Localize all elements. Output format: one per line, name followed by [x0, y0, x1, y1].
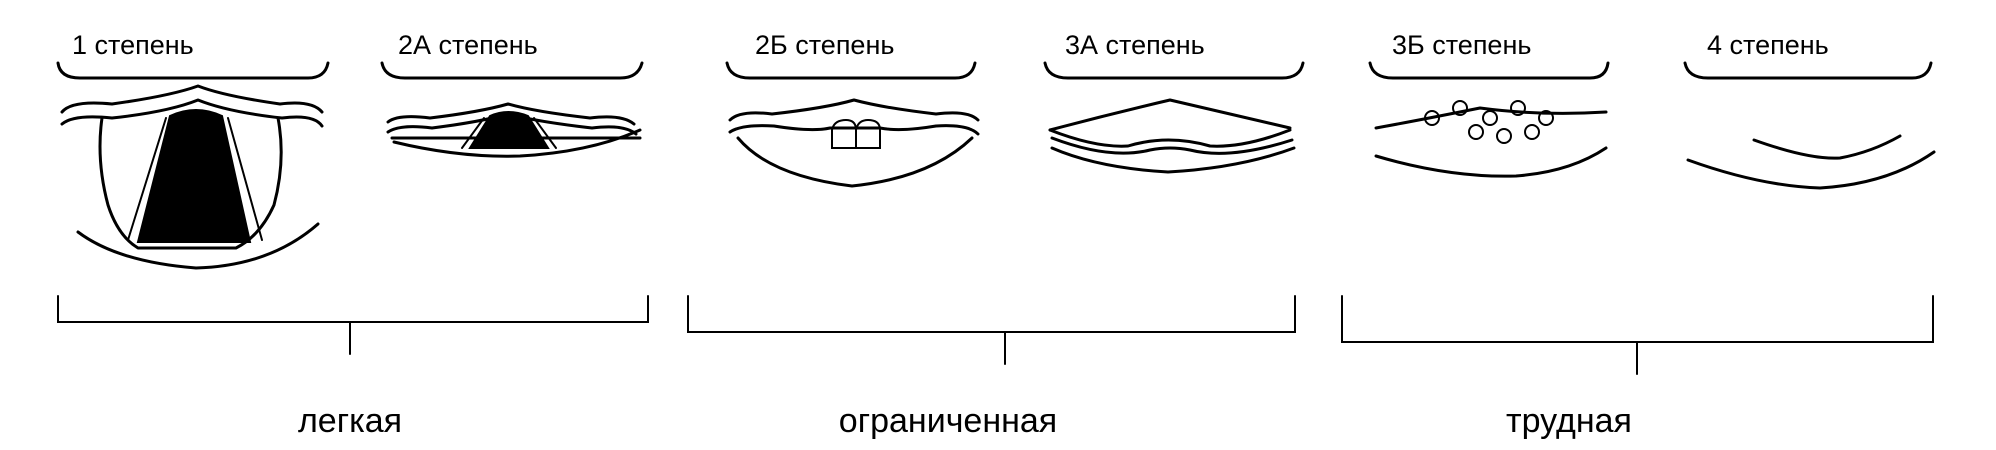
top-bracket-1: [56, 61, 330, 80]
category-label-difficult: трудная: [1506, 402, 1632, 440]
grade-label-1: 1 степень: [72, 30, 194, 60]
grade-label-2a: 2А степень: [398, 30, 538, 60]
top-bracket-4: [1683, 61, 1933, 80]
category-bracket-easy: [57, 295, 649, 323]
category-label-limited: ограниченная: [839, 402, 1057, 440]
top-bracket-2a: [380, 61, 644, 80]
grade-label-4: 4 степень: [1707, 30, 1829, 60]
grade-2b-illustration: [728, 98, 980, 188]
grade-label-3a: 3А степень: [1065, 30, 1205, 60]
grade-1-illustration: [60, 84, 324, 270]
top-bracket-3a: [1043, 61, 1305, 80]
top-bracket-2b: [725, 61, 977, 80]
grade-3b-illustration: [1374, 100, 1608, 178]
grade-label-3b: 3Б степень: [1392, 30, 1531, 60]
category-label-easy: легкая: [298, 402, 402, 440]
grade-label-2b: 2Б степень: [755, 30, 894, 60]
top-bracket-3b: [1368, 61, 1610, 80]
grade-4-illustration: [1686, 134, 1936, 190]
grade-3a-illustration: [1048, 98, 1296, 174]
grade-2a-illustration: [386, 102, 642, 158]
category-bracket-difficult: [1341, 295, 1934, 343]
category-bracket-limited: [687, 295, 1296, 333]
